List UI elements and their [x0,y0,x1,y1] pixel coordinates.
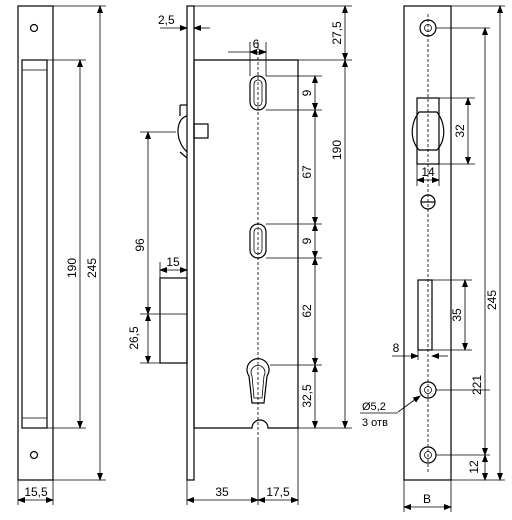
dim-front-245: 245 [85,258,99,278]
side-slot-top [249,75,267,111]
dim-side-15: 15 [166,255,180,269]
dim-side-96: 96 [133,238,147,252]
dim-back-32: 32 [453,124,467,138]
note-hole-diameter: Ø5,2 [362,401,386,413]
side-latch-bolt [177,115,188,153]
back-view: 32 14 35 8 245 221 12 B Ø5,2 3 отв [360,5,505,512]
dim-front-15-5: 15,5 [24,485,48,499]
side-dead-bolt [159,277,188,364]
side-lock-body [193,59,299,429]
dim-side-6: 6 [253,37,260,51]
front-screw-hole-bottom [29,450,39,460]
dim-side-17-5: 17,5 [266,485,290,499]
dim-side-27-5: 27,5 [330,21,344,45]
dim-side-190: 190 [330,140,344,160]
dim-side-32-5: 32,5 [300,384,314,408]
front-screw-hole-top [29,23,39,33]
dim-back-12: 12 [467,460,481,474]
back-screw-top [419,19,437,37]
side-cylinder-hole [246,358,270,404]
dim-front-190: 190 [65,258,79,278]
dim-back-14: 14 [421,165,435,179]
back-faceplate-outline [403,5,452,481]
dim-side-62: 62 [300,304,314,318]
front-view: 245 190 15,5 [17,5,106,505]
note-hole-count: 3 отв [362,417,388,429]
dim-side-9-mid: 9 [300,237,314,244]
dim-back-35: 35 [450,308,464,322]
front-latch-window [21,59,48,429]
side-slot-mid [249,223,267,259]
front-faceplate-outline [17,5,54,481]
dim-side-26-5: 26,5 [127,326,141,350]
dim-back-B: B [423,492,431,506]
dim-side-2-5: 2,5 [158,13,175,27]
dim-side-9-top: 9 [300,89,314,96]
side-faceplate-edge [186,5,195,481]
side-view: 2,5 6 27,5 9 190 67 9 62 32,5 96 15 [127,5,352,505]
back-latch-opening [416,97,440,165]
back-deadbolt-window [417,279,433,351]
dim-back-245: 245 [485,290,499,310]
dim-back-8: 8 [393,341,400,355]
dim-back-221: 221 [470,375,484,395]
dim-side-67: 67 [300,165,314,179]
dim-side-35: 35 [215,485,229,499]
